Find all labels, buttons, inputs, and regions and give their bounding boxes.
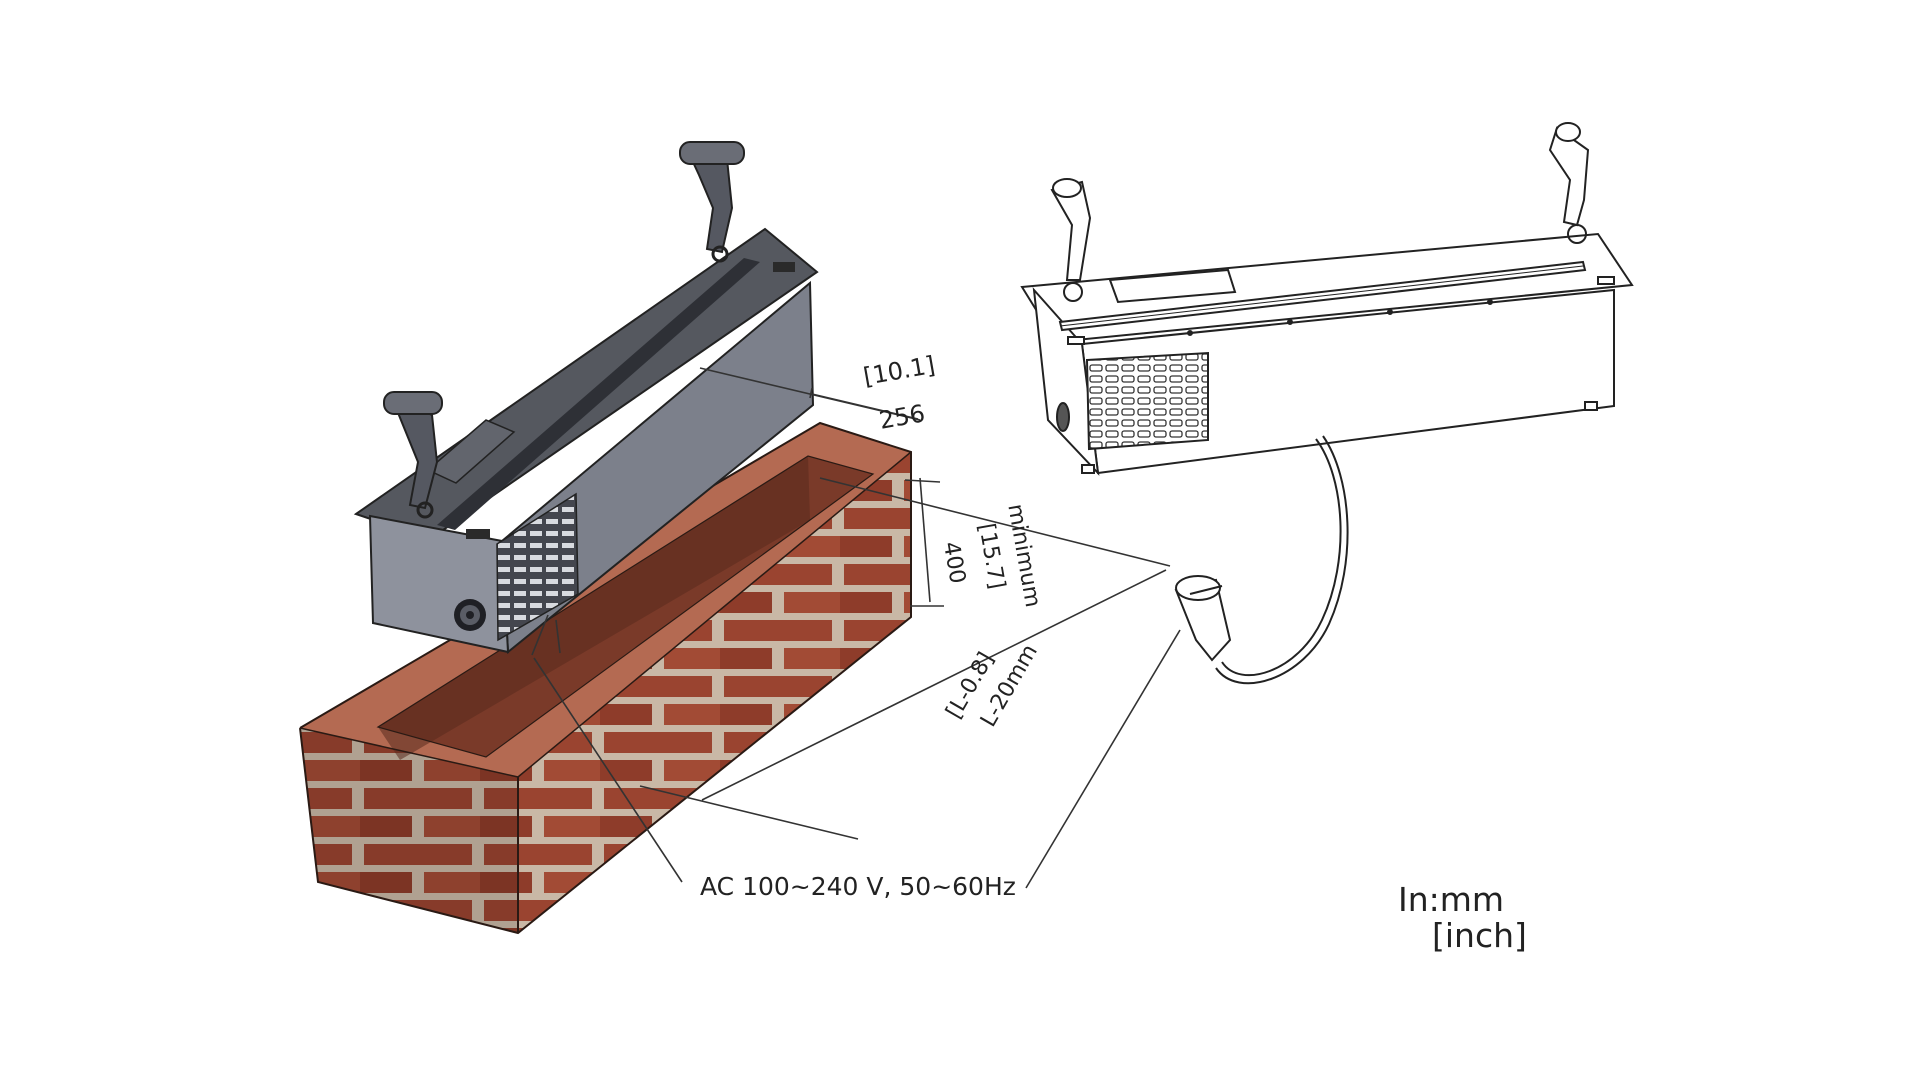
depth-inch-text: [10.1] [861, 351, 937, 391]
power-plug-icon [1174, 575, 1232, 662]
outline-foot-rear [1584, 401, 1598, 411]
outline-air-grille [1085, 351, 1209, 451]
burner-unit-line-drawing [1020, 122, 1634, 476]
top-vent-front [466, 529, 490, 539]
brick-enclosure [299, 421, 912, 935]
height-mm-text: 400 [938, 540, 970, 586]
depth-dimension: [10.1] 256 [861, 351, 937, 435]
top-vent-rear [773, 262, 795, 272]
outline-fan-icon [1056, 402, 1070, 432]
unit-legend-primary: In:mm [1398, 880, 1505, 919]
lift-handle-rear [679, 141, 745, 263]
length-dimension: [L-0.8] L-20mm [942, 640, 1043, 731]
depth-mm-text: 256 [877, 399, 927, 435]
outline-foot-front [1081, 464, 1095, 474]
outline-cover-plate [1108, 268, 1237, 304]
dimension-lines [531, 367, 1181, 889]
power-spec-label: AC 100~240 V, 50~60Hz [700, 872, 1016, 901]
fuel-slot [437, 258, 760, 530]
brick-left-face [300, 728, 518, 933]
lift-handle-front [383, 391, 443, 519]
power-cord [1215, 435, 1349, 685]
outline-vent-front [1067, 336, 1085, 345]
fan-icon [454, 599, 486, 631]
cover-plate [426, 419, 516, 484]
outline-vent-rear [1597, 276, 1615, 285]
brick-front-face [518, 452, 911, 933]
height-label-text: minimum [1002, 502, 1045, 609]
unit-legend-secondary: [inch] [1432, 916, 1527, 955]
outline-handle-left [1050, 178, 1092, 302]
outline-handle-right [1548, 122, 1590, 244]
height-inch-text: [15.7] [973, 521, 1009, 590]
burner-unit-shaded [353, 141, 819, 655]
air-grille [496, 492, 579, 642]
